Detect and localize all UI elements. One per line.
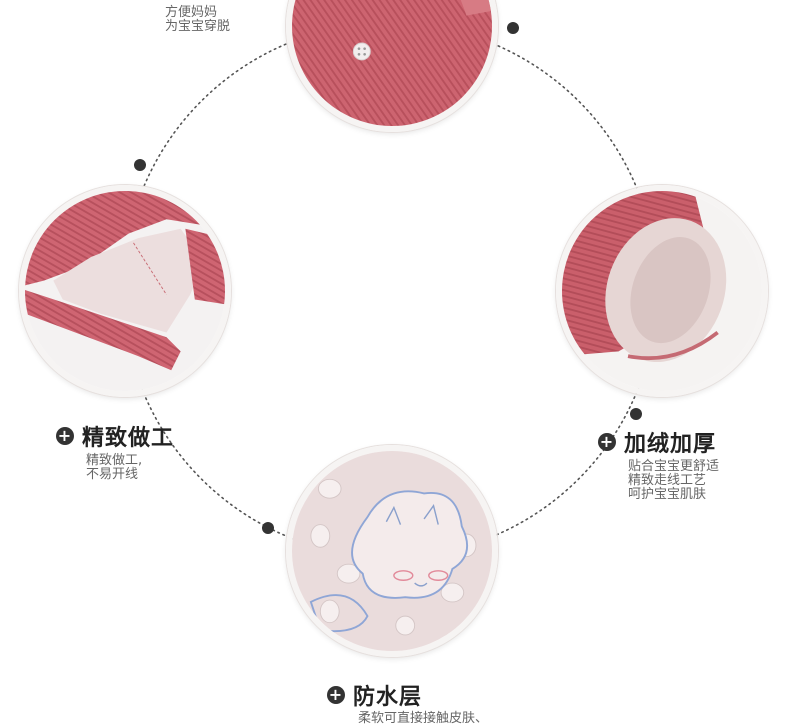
right-feature-desc: 贴合宝宝更舒适 精致走线工艺 呵护宝宝肌肤 [628, 460, 719, 502]
right-feature-title-text: 加绒加厚 [624, 432, 717, 457]
button-icon [352, 42, 371, 61]
photo-fine-workmanship [19, 185, 231, 397]
photo-thickened-fleece [556, 185, 768, 397]
right-feature-title: + 加绒加厚 [598, 426, 716, 458]
fine-workmanship-image [25, 191, 225, 391]
top-desc-line: 方便妈妈 [165, 5, 218, 20]
top-desc-line: 为宝宝穿脱 [165, 19, 231, 34]
top-feature-desc: 方便妈妈 为宝宝穿脱 [165, 6, 230, 34]
photo-waterproof-layer [286, 445, 498, 657]
orbit-dot [262, 522, 274, 534]
plus-icon: + [598, 432, 616, 451]
orbit-dot [630, 408, 642, 420]
right-desc-line: 精致走线工艺 [628, 473, 707, 488]
thickened-fleece-image [562, 191, 762, 391]
bottom-feature-desc: 柔软可直接接触皮肤、 [358, 712, 488, 726]
left-desc-line: 精致做工, [86, 453, 143, 468]
right-desc-line: 贴合宝宝更舒适 [628, 459, 720, 474]
photo-button-closure [286, 0, 498, 132]
left-feature-desc: 精致做工, 不易开线 [86, 454, 142, 482]
plus-icon: + [327, 685, 345, 704]
left-desc-line: 不易开线 [86, 467, 139, 482]
plus-icon: + [56, 426, 74, 445]
bottom-desc-line: 柔软可直接接触皮肤、 [358, 711, 489, 726]
bottom-feature-title-text: 防水层 [353, 685, 423, 710]
right-desc-line: 呵护宝宝肌肤 [628, 487, 707, 502]
left-feature-title-text: 精致做工 [82, 426, 175, 451]
waterproof-layer-image [292, 451, 492, 651]
orbit-dot [507, 22, 519, 34]
left-feature-title: + 精致做工 [56, 420, 174, 452]
bottom-feature-title: + 防水层 [327, 679, 422, 711]
orbit-dot [134, 159, 146, 171]
